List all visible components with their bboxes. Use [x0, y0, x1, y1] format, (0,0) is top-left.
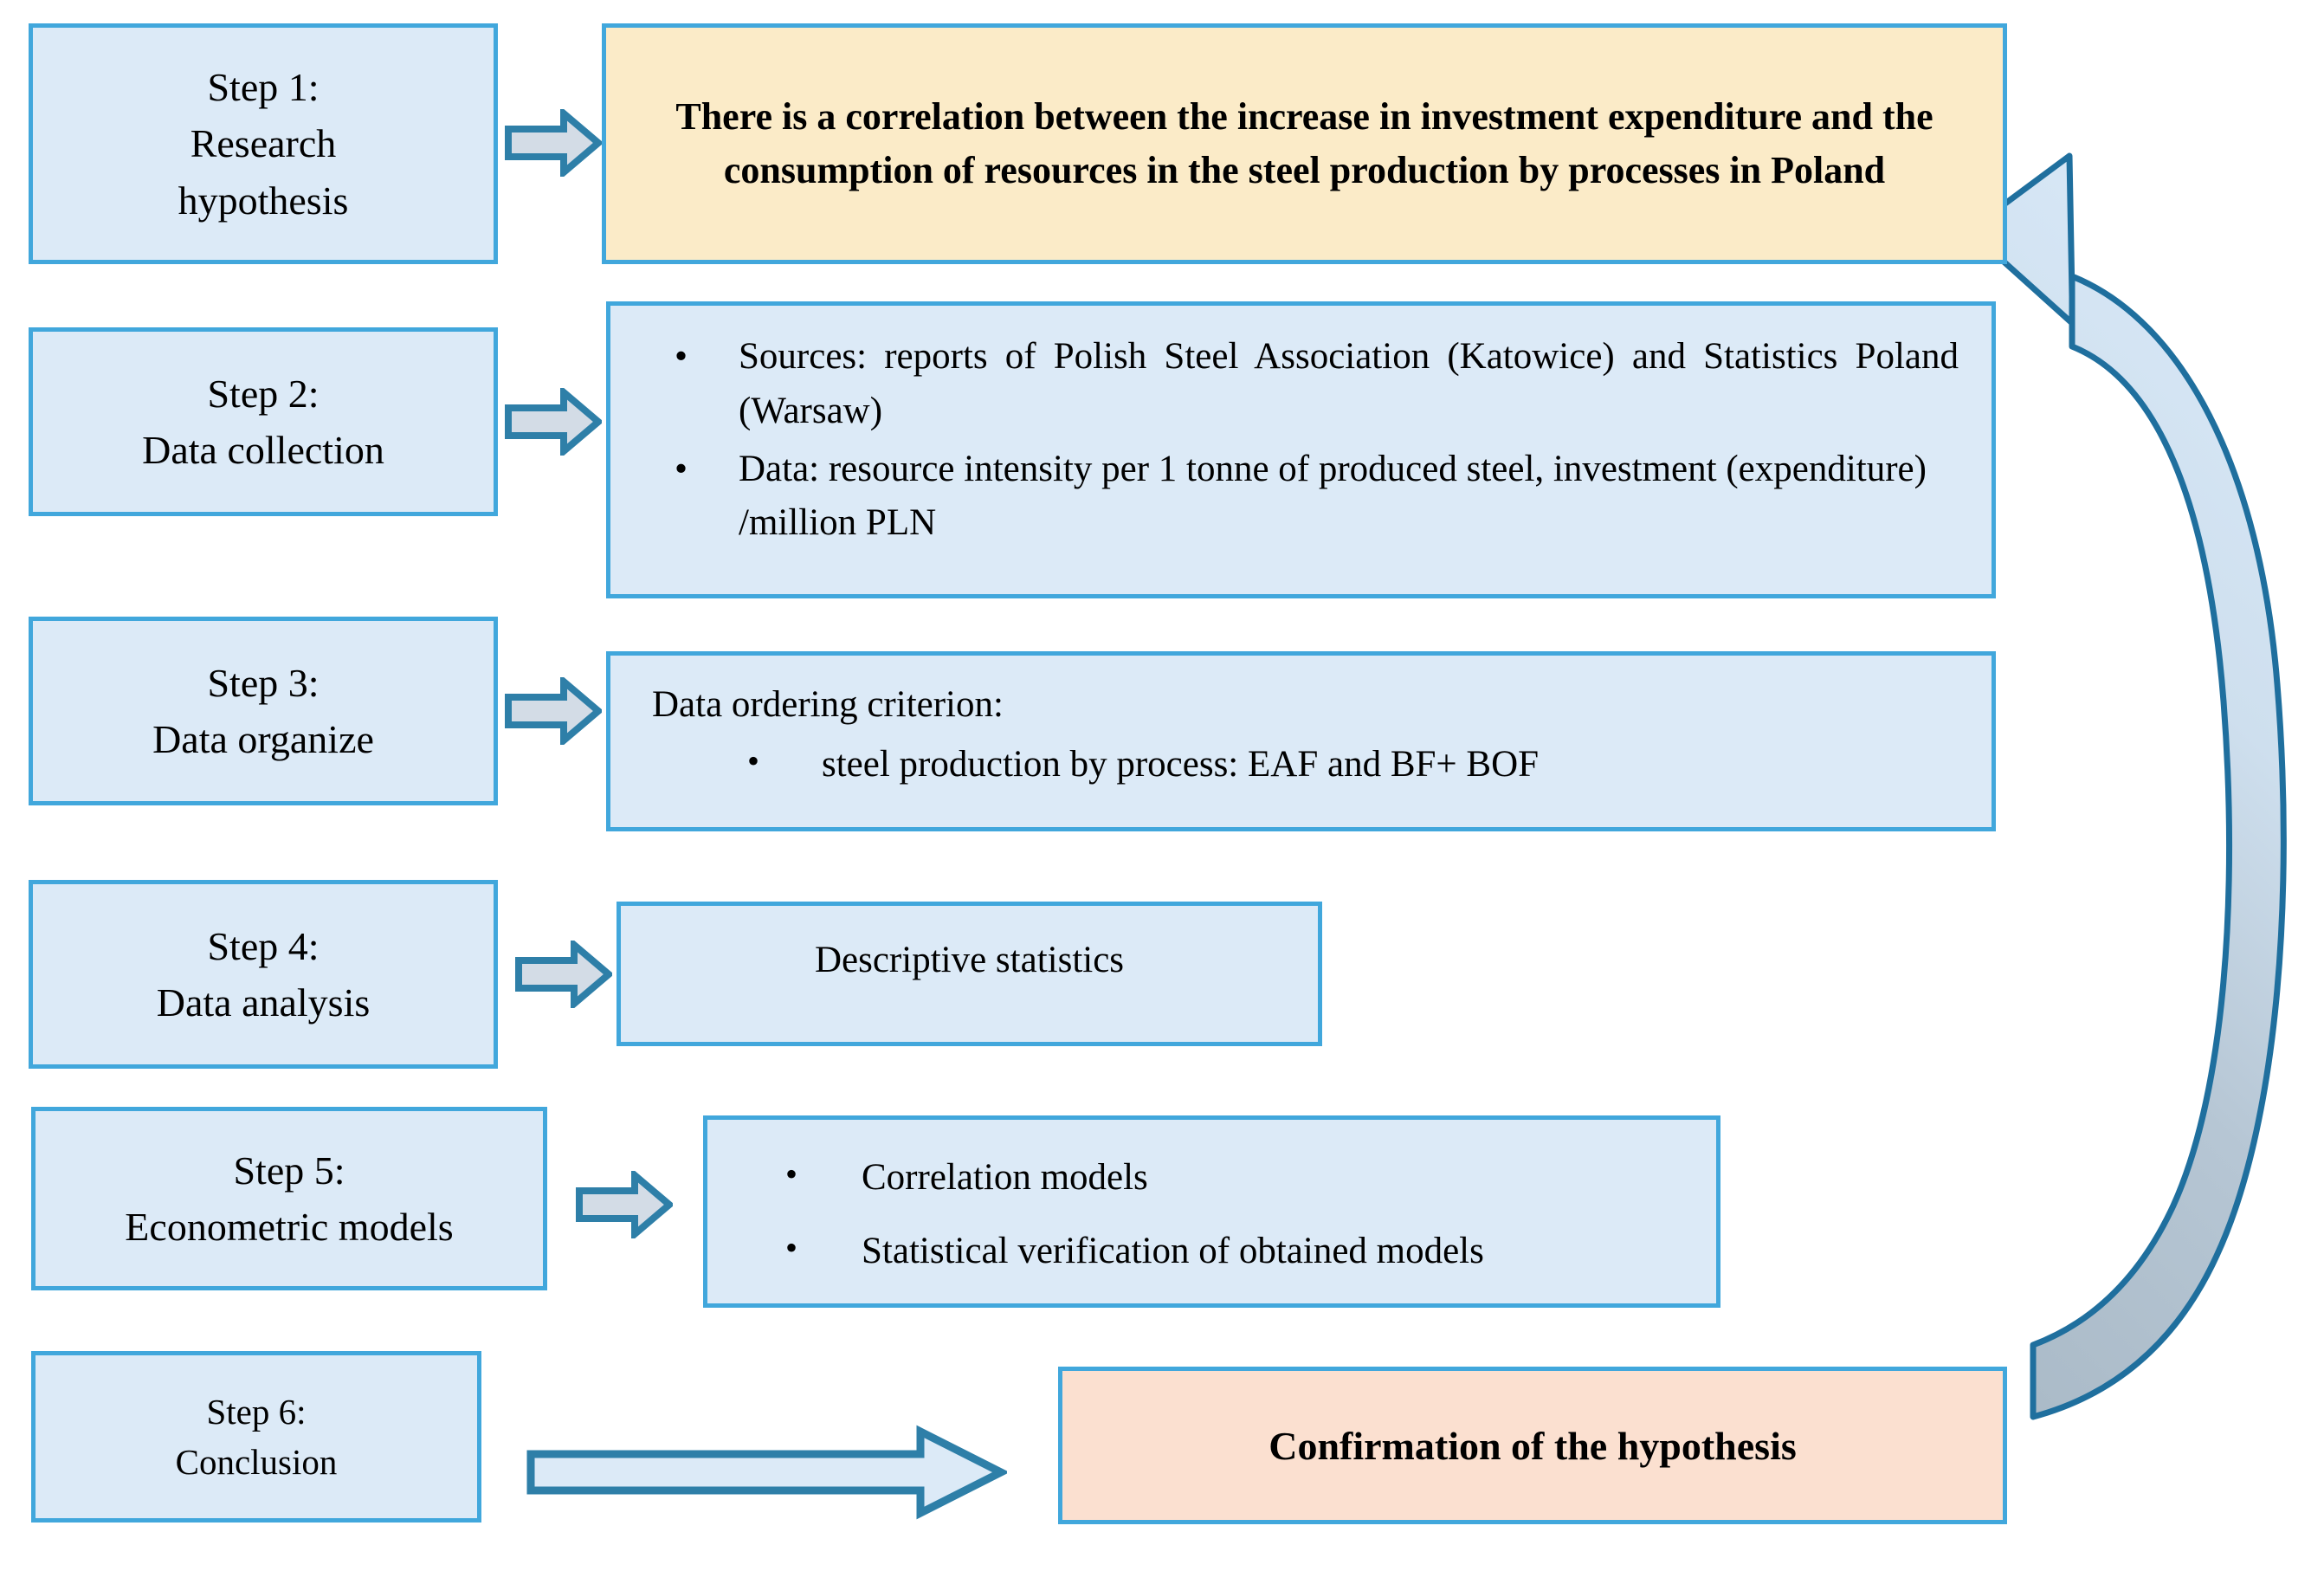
bullet-icon: •	[747, 740, 760, 780]
econometric-models-bullet-list: • Correlation models • Statistical verif…	[740, 1151, 1683, 1279]
data-collection-bullet-list: • Sources: reports of Polish Steel Assoc…	[643, 330, 1959, 551]
step4-box[interactable]: Step 4: Data analysis	[29, 880, 498, 1069]
list-item-text: Data: resource intensity per 1 tonne of …	[739, 448, 1927, 544]
step5-box[interactable]: Step 5: Econometric models	[31, 1107, 547, 1290]
list-item: • Statistical verification of obtained m…	[740, 1225, 1683, 1279]
data-collection-content: • Sources: reports of Polish Steel Assoc…	[610, 306, 1992, 594]
step1-box[interactable]: Step 1: Research hypothesis	[29, 23, 498, 264]
step3-label: Step 3: Data organize	[152, 660, 374, 761]
step1-label: Step 1: Research hypothesis	[178, 65, 349, 223]
data-organize-heading: Data ordering criterion:	[652, 684, 1004, 725]
data-collection-box[interactable]: • Sources: reports of Polish Steel Assoc…	[606, 301, 1996, 598]
step2-connector-arrow-icon	[505, 388, 602, 456]
list-item: • Correlation models	[740, 1151, 1683, 1206]
list-item-text: steel production by process: EAF and BF+…	[822, 743, 1540, 785]
econometric-models-content: • Correlation models • Statistical verif…	[707, 1120, 1716, 1303]
step4-label: Step 4: Data analysis	[156, 923, 371, 1025]
curved-feedback-arrow	[1966, 152, 2287, 1420]
hypothesis-box[interactable]: There is a correlation between the incre…	[602, 23, 2007, 264]
step4-connector-arrow-icon	[515, 941, 612, 1008]
hypothesis-text: There is a correlation between the incre…	[675, 94, 1933, 191]
step6-box[interactable]: Step 6: Conclusion	[31, 1351, 481, 1523]
step2-label: Step 2: Data collection	[142, 371, 384, 472]
step5-connector-arrow-icon	[576, 1171, 673, 1238]
data-organize-bullet-list: • steel production by process: EAF and B…	[640, 738, 1962, 792]
data-organize-content: Data ordering criterion: • steel product…	[610, 656, 1992, 827]
list-item-text: Sources: reports of Polish Steel Associa…	[739, 336, 1959, 431]
step6-connector-long-arrow-icon	[526, 1425, 1007, 1520]
list-item: • steel production by process: EAF and B…	[640, 738, 1962, 792]
confirmation-text: Confirmation of the hypothesis	[1269, 1423, 1797, 1468]
list-item: • Data: resource intensity per 1 tonne o…	[643, 443, 1959, 552]
list-item-text: Correlation models	[862, 1157, 1148, 1198]
bullet-icon: •	[675, 448, 688, 489]
data-analysis-content: Descriptive statistics	[621, 906, 1318, 1042]
bullet-icon: •	[785, 1154, 798, 1193]
step3-connector-arrow-icon	[505, 677, 602, 745]
data-analysis-text: Descriptive statistics	[814, 940, 1125, 980]
step2-box[interactable]: Step 2: Data collection	[29, 327, 498, 516]
step6-label: Step 6: Conclusion	[175, 1391, 338, 1482]
data-organize-box[interactable]: Data ordering criterion: • steel product…	[606, 651, 1996, 831]
list-item-text: Statistical verification of obtained mod…	[862, 1230, 1484, 1271]
data-analysis-box[interactable]: Descriptive statistics	[617, 902, 1322, 1046]
step3-box[interactable]: Step 3: Data organize	[29, 617, 498, 805]
confirmation-box[interactable]: Confirmation of the hypothesis	[1058, 1367, 2007, 1524]
bullet-icon: •	[785, 1227, 798, 1267]
econometric-models-box[interactable]: • Correlation models • Statistical verif…	[703, 1115, 1720, 1308]
bullet-icon: •	[675, 336, 688, 377]
step5-label: Step 5: Econometric models	[125, 1148, 454, 1249]
list-item: • Sources: reports of Polish Steel Assoc…	[643, 330, 1959, 439]
step1-connector-arrow-icon	[505, 109, 602, 177]
